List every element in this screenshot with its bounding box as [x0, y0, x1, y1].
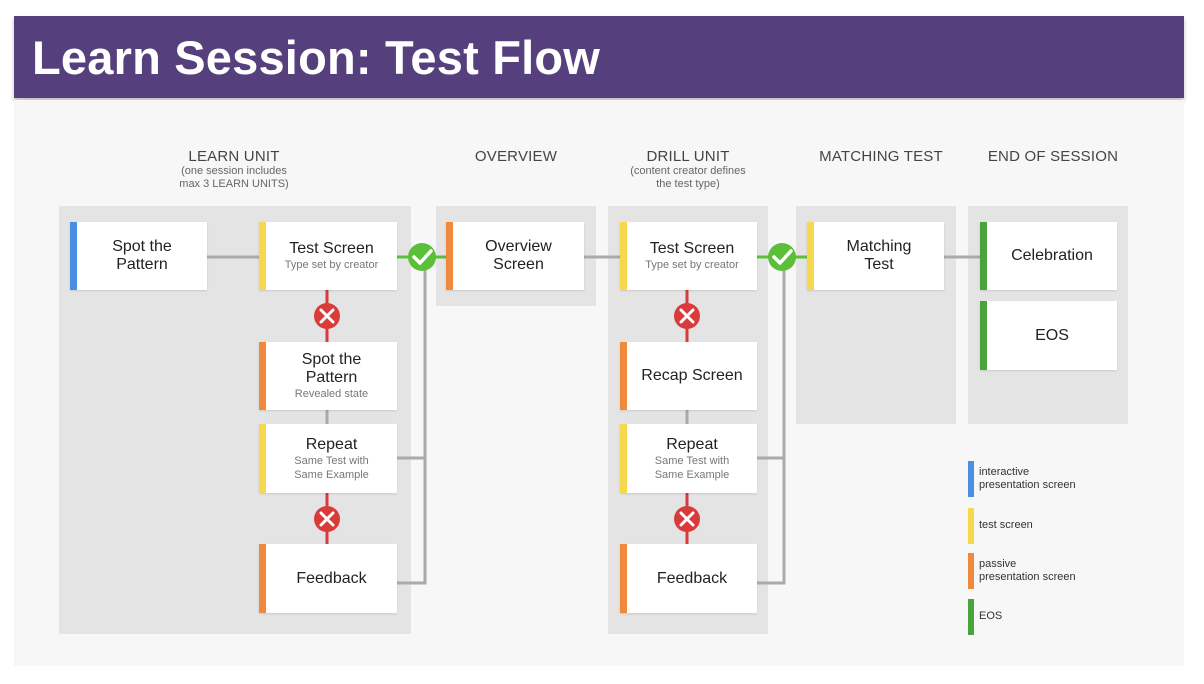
fail-x-icon-learn-1	[314, 303, 340, 329]
fail-x-icon-learn-2	[314, 506, 340, 532]
page-title: Learn Session: Test Flow	[32, 31, 601, 84]
card-title: EOS	[1035, 326, 1069, 344]
card-title-line1: Spot the	[112, 238, 172, 255]
legend-swatch-test	[968, 508, 974, 544]
legend-label-test-line1: test screen	[979, 519, 1033, 531]
card-title: Feedback	[296, 569, 367, 587]
card-title: Test Screen	[649, 240, 735, 257]
card-title-line1: Overview	[485, 238, 552, 255]
legend-label-passive-line1: passive	[979, 558, 1017, 570]
card-title-line2: Test	[864, 256, 894, 273]
card-spot-the-pattern-revealed: Spot the Pattern Revealed state	[259, 342, 397, 410]
legend-label-eos-line1: EOS	[979, 610, 1003, 622]
learn-unit-title: LEARN UNIT	[188, 148, 280, 165]
card-recap-screen: Recap Screen	[620, 342, 757, 410]
card-title-line2: Screen	[493, 256, 544, 273]
type-bar-test	[259, 424, 266, 493]
legend-label-interactive-line1: interactive	[979, 466, 1030, 478]
card-title-line2: Pattern	[116, 256, 168, 273]
title-banner: Learn Session: Test Flow	[14, 16, 1184, 98]
card-drill-feedback: Feedback	[620, 544, 757, 613]
legend-swatch-interactive	[968, 461, 974, 497]
drill-unit-heading: DRILL UNIT (content creator defines the …	[588, 148, 788, 191]
card-overview-screen: Overview Screen	[446, 222, 584, 290]
drill-unit-note-line2: the test type)	[656, 178, 720, 190]
diagram-canvas: LEARN UNIT (one session includes max 3 L…	[14, 100, 1184, 666]
flow-connectors	[207, 243, 980, 585]
card-subtitle: Type set by creator	[284, 259, 379, 271]
type-bar-test	[620, 222, 627, 290]
type-bar-test	[259, 222, 266, 290]
card-learn-feedback: Feedback	[259, 544, 397, 613]
learn-unit-note-line2: max 3 LEARN UNITS)	[179, 178, 289, 190]
card-title: Feedback	[656, 569, 728, 587]
legend-label-interactive-line2: presentation screen	[979, 479, 1076, 491]
legend-label-eos: EOS	[979, 610, 1002, 623]
legend-label-passive: passive presentation screen	[979, 558, 1076, 584]
card-matching-test: Matching Test	[807, 222, 944, 290]
drill-unit-title: DRILL UNIT	[646, 148, 730, 165]
type-bar-eos	[980, 301, 987, 370]
end-of-session-title: END OF SESSION	[987, 148, 1119, 165]
card-title: Recap Screen	[641, 367, 743, 384]
card-subtitle: Type set by creator	[645, 259, 739, 271]
legend-swatch-eos	[968, 599, 974, 635]
overview-heading: OVERVIEW	[436, 148, 596, 165]
card-title: Test Screen	[289, 240, 374, 257]
type-bar-passive	[259, 342, 266, 410]
learn-unit-heading: LEARN UNIT (one session includes max 3 L…	[134, 148, 334, 191]
card-subtitle-line2: Same Example	[654, 468, 730, 481]
card-spot-the-pattern: Spot the Pattern	[70, 222, 207, 290]
card-celebration: Celebration	[980, 222, 1117, 290]
type-bar-eos	[980, 222, 987, 290]
fail-x-icon-drill-1	[674, 303, 700, 329]
connector-learn-feedback-return	[397, 257, 427, 585]
matching-test-title: MATCHING TEST	[819, 148, 943, 165]
card-learn-test-screen: Test Screen Type set by creator	[259, 222, 397, 290]
type-bar-passive	[620, 544, 627, 613]
type-bar-passive	[620, 342, 627, 410]
card-subtitle-line1: Same Test with	[294, 454, 369, 467]
legend-label-interactive: interactive presentation screen	[979, 466, 1076, 492]
card-title: Repeat	[305, 435, 358, 453]
fail-x-icon-drill-2	[674, 506, 700, 532]
pass-check-icon-learn	[408, 243, 436, 271]
type-bar-passive	[446, 222, 453, 290]
pass-check-icon-drill	[768, 243, 796, 271]
card-subtitle-line1: Same Test with	[654, 454, 730, 467]
learn-unit-note-line1: (one session includes	[181, 165, 287, 177]
card-learn-repeat: Repeat Same Test with Same Example	[259, 424, 397, 493]
card-subtitle: Revealed state	[294, 388, 369, 400]
card-title: Repeat	[666, 435, 718, 453]
card-subtitle-line2: Same Example	[294, 468, 369, 481]
overview-title: OVERVIEW	[474, 148, 558, 165]
card-title-line1: Spot the	[301, 351, 362, 368]
card-drill-repeat: Repeat Same Test with Same Example	[620, 424, 757, 493]
matching-test-heading: MATCHING TEST	[786, 148, 976, 165]
card-title-line2: Pattern	[305, 369, 358, 386]
type-bar-interactive	[70, 222, 77, 290]
connector-drill-feedback-return	[757, 257, 786, 585]
drill-unit-note-line1: (content creator defines	[630, 165, 746, 177]
type-bar-test	[620, 424, 627, 493]
card-eos: EOS	[980, 301, 1117, 370]
type-bar-passive	[259, 544, 266, 613]
end-of-session-heading: END OF SESSION	[958, 148, 1148, 165]
card-drill-test-screen: Test Screen Type set by creator	[620, 222, 757, 290]
card-title: Celebration	[1011, 247, 1093, 264]
legend-label-passive-line2: presentation screen	[979, 571, 1076, 583]
card-title-line1: Matching	[846, 238, 912, 255]
type-bar-test	[807, 222, 814, 290]
legend-label-test: test screen	[979, 519, 1033, 532]
legend-swatch-passive	[968, 553, 974, 589]
